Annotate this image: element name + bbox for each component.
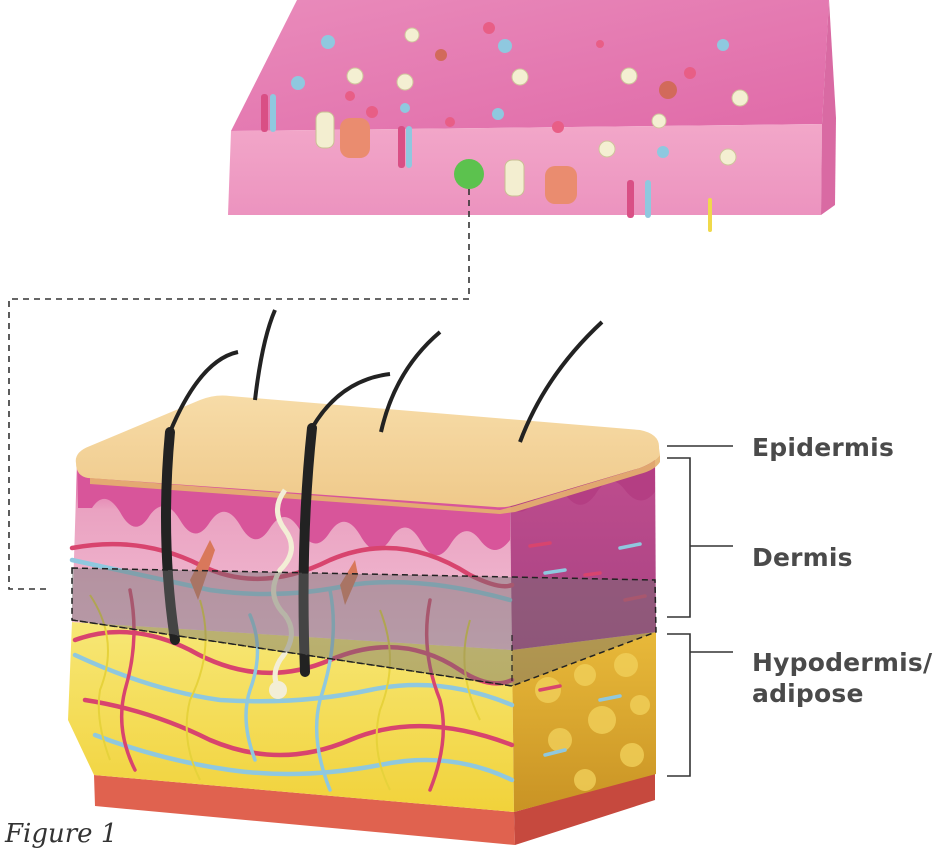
hypodermis-label-line2: adipose	[752, 678, 932, 709]
patch-top-surface	[231, 0, 829, 131]
skin-patch	[228, 0, 836, 232]
epidermis-label: Epidermis	[752, 432, 894, 463]
hypodermis-bracket	[667, 634, 690, 776]
label-leaders	[667, 446, 733, 776]
hypodermis-label-line1: Hypodermis/	[752, 647, 932, 678]
location-marker-dot	[454, 159, 484, 189]
dermis-label: Dermis	[752, 542, 853, 573]
dermis-bracket	[667, 458, 690, 617]
skin-cross-section	[68, 310, 660, 845]
hypodermis-label: Hypodermis/ adipose	[752, 647, 932, 709]
figure-caption: Figure 1	[5, 819, 117, 849]
